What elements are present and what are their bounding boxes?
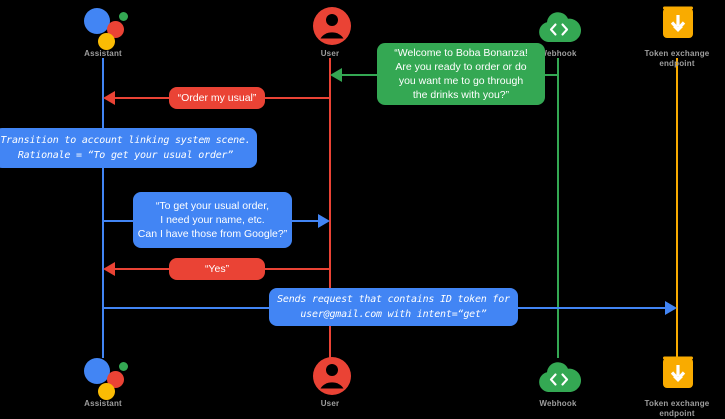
actor-label-webhook: Webhook: [539, 399, 577, 408]
bubble-line: I need your name, etc.: [160, 214, 265, 226]
bubble-line: “To get your usual order,: [155, 200, 270, 212]
bubble-line: user@gmail.com with intent=“get”: [300, 309, 487, 320]
bubble-line: Sends request that contains ID token for: [277, 294, 510, 305]
actor-label-assistant: Assistant: [84, 49, 122, 58]
bubble-line: “Welcome to Boba Bonanza!: [394, 47, 528, 59]
cloud-code-icon: [498, 2, 618, 46]
actor-label-webhook: Webhook: [539, 49, 577, 58]
message-bubble-welcome: “Welcome to Boba Bonanza! Are you ready …: [377, 43, 545, 105]
actor-label-user: User: [320, 399, 340, 408]
actor-label-assistant: Assistant: [84, 399, 122, 408]
bubble-line: “Yes”: [204, 263, 230, 275]
token-label-line2: endpoint: [659, 409, 695, 418]
actor-label-token-endpoint: Token exchange endpoint: [617, 49, 725, 69]
bubble-line: Are you ready to order or do: [395, 61, 527, 73]
google-assistant-logo-icon: [43, 2, 163, 50]
actor-assistant-bottom: Assistant: [43, 352, 163, 409]
actor-label-user: User: [320, 49, 340, 58]
lifeline-user: [329, 58, 331, 288]
arrowhead-sends-request: [665, 301, 677, 315]
arrowhead-welcome: [330, 68, 342, 82]
message-bubble-ask-for-name: “To get your usual order, I need your na…: [133, 192, 292, 248]
cloud-code-icon: [498, 352, 618, 396]
lifeline-assistant: [102, 58, 104, 358]
bubble-line: Rationale = “To get your usual order”: [17, 150, 234, 161]
bubble-line: Transition to account linking system sce…: [0, 135, 251, 146]
download-box-icon: [617, 2, 725, 46]
bubble-line: Can I have those from Google?”: [137, 228, 288, 240]
arrowhead-ask-for-name: [318, 214, 330, 228]
bubble-line: you want me to go through: [398, 75, 524, 87]
token-label-line1: Token exchange: [644, 49, 710, 58]
user-avatar-icon: [270, 2, 390, 46]
message-bubble-transition-note: Transition to account linking system sce…: [0, 128, 257, 168]
bubble-line: “Order my usual”: [177, 92, 257, 104]
download-box-icon: [617, 352, 725, 396]
lifeline-token-endpoint: [676, 58, 678, 358]
token-label-line1: Token exchange: [644, 399, 710, 408]
user-avatar-icon: [270, 352, 390, 396]
actor-webhook-top: Webhook: [498, 2, 618, 59]
actor-user-bottom: User: [270, 352, 390, 409]
actor-webhook-bottom: Webhook: [498, 352, 618, 409]
message-bubble-yes: “Yes”: [169, 258, 265, 280]
actor-user-top: User: [270, 2, 390, 59]
arrowhead-yes: [103, 262, 115, 276]
lifeline-webhook: [557, 58, 559, 358]
bubble-line: the drinks with you?”: [412, 89, 510, 101]
message-bubble-order-my-usual: “Order my usual”: [169, 87, 265, 109]
google-assistant-logo-icon: [43, 352, 163, 400]
token-label-line2: endpoint: [659, 59, 695, 68]
message-bubble-sends-request: Sends request that contains ID token for…: [269, 288, 518, 326]
actor-token-endpoint-bottom: Token exchange endpoint: [617, 352, 725, 419]
actor-token-endpoint-top: Token exchange endpoint: [617, 2, 725, 69]
actor-label-token-endpoint: Token exchange endpoint: [617, 399, 725, 419]
actor-assistant-top: Assistant: [43, 2, 163, 59]
arrowhead-order-my-usual: [103, 91, 115, 105]
